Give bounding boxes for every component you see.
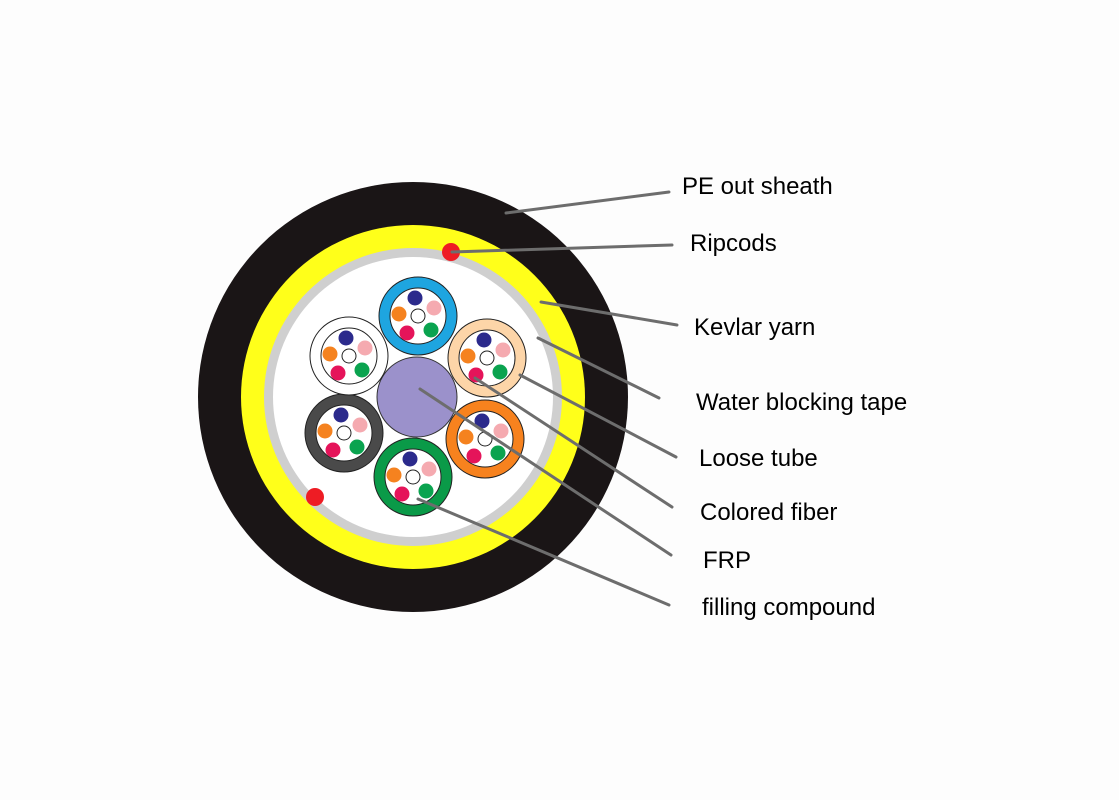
colored-fiber bbox=[490, 445, 506, 461]
loose-tube bbox=[447, 318, 527, 398]
label-colored-fiber: Colored fiber bbox=[700, 499, 838, 526]
colored-fiber bbox=[333, 407, 349, 423]
colored-fiber bbox=[476, 332, 492, 348]
colored-fiber bbox=[322, 346, 338, 362]
colored-fiber bbox=[423, 322, 439, 338]
colored-fiber bbox=[458, 429, 474, 445]
colored-fiber bbox=[426, 300, 442, 316]
loose-tube bbox=[373, 437, 453, 517]
colored-fiber bbox=[399, 325, 415, 341]
colored-fiber bbox=[474, 413, 490, 429]
loose-tube bbox=[445, 399, 525, 479]
loose-tube bbox=[309, 316, 389, 396]
natural-fiber bbox=[336, 425, 352, 441]
colored-fiber bbox=[386, 467, 402, 483]
leader-line-ripcords bbox=[450, 243, 674, 254]
colored-fiber bbox=[349, 439, 365, 455]
frp-central-member bbox=[376, 356, 458, 438]
label-frp: FRP bbox=[703, 547, 751, 574]
leader-line-loose-tube bbox=[518, 373, 678, 459]
colored-fiber bbox=[357, 340, 373, 356]
label-kevlar-yarn: Kevlar yarn bbox=[694, 314, 816, 341]
label-water-blocking-tape: Water blocking tape bbox=[696, 389, 908, 416]
colored-fiber bbox=[317, 423, 333, 439]
colored-fiber bbox=[418, 483, 434, 499]
natural-fiber bbox=[405, 469, 421, 485]
colored-fiber bbox=[468, 367, 484, 383]
colored-fiber bbox=[338, 330, 354, 346]
colored-fiber bbox=[394, 486, 410, 502]
colored-fiber bbox=[407, 290, 423, 306]
loose-tube bbox=[378, 276, 458, 356]
label-ripcords: Ripcods bbox=[690, 230, 777, 257]
label-loose-tube: Loose tube bbox=[699, 445, 818, 472]
colored-fiber bbox=[495, 342, 511, 358]
label-filling-compound: filling compound bbox=[702, 594, 876, 621]
natural-fiber bbox=[410, 308, 426, 324]
colored-fiber bbox=[460, 348, 476, 364]
colored-fiber bbox=[492, 364, 508, 380]
leader-line-colored-fiber bbox=[473, 376, 674, 509]
natural-fiber bbox=[341, 348, 357, 364]
leader-line-pe-sheath bbox=[504, 190, 671, 215]
colored-fiber bbox=[352, 417, 368, 433]
leader-line-frp bbox=[418, 387, 673, 557]
colored-fiber bbox=[354, 362, 370, 378]
ripcord-bottom bbox=[306, 488, 324, 506]
colored-fiber bbox=[466, 448, 482, 464]
colored-fiber bbox=[402, 451, 418, 467]
label-pe-out-sheath: PE out sheath bbox=[682, 173, 833, 200]
colored-fiber bbox=[325, 442, 341, 458]
leader-line-kevlar bbox=[539, 300, 679, 327]
colored-fiber bbox=[421, 461, 437, 477]
colored-fiber bbox=[391, 306, 407, 322]
colored-fiber bbox=[493, 423, 509, 439]
colored-fiber bbox=[330, 365, 346, 381]
loose-tube bbox=[304, 393, 384, 473]
natural-fiber bbox=[479, 350, 495, 366]
leader-line-water-tape bbox=[536, 336, 661, 400]
leader-line-filling bbox=[416, 497, 671, 607]
